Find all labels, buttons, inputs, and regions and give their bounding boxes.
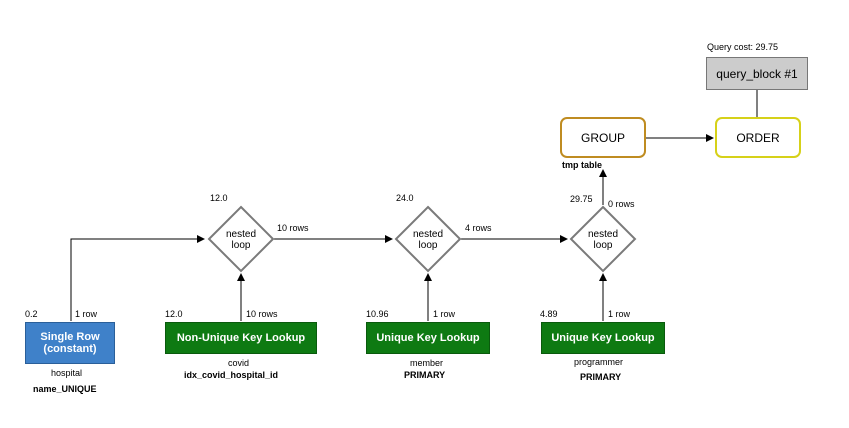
- hospital-key-name: name_UNIQUE: [33, 384, 97, 394]
- hospital-rows: 1 row: [75, 309, 98, 319]
- programmer-cost: 4.89: [540, 309, 558, 319]
- hospital-cost: 0.2: [25, 309, 38, 319]
- nested-loop-2-cost: 24.0: [396, 193, 414, 203]
- member-table-name: member: [410, 358, 444, 368]
- hospital-access-node[interactable]: Single Row (constant): [25, 322, 115, 364]
- query-cost-label: Query cost: 29.75: [707, 42, 779, 52]
- tmp-table-label: tmp table: [562, 160, 603, 170]
- covid-key-name: idx_covid_hospital_id: [184, 370, 279, 380]
- nested-loop-diamond-3[interactable]: [569, 205, 637, 273]
- nested-loop-1-cost: 12.0: [210, 193, 228, 203]
- covid-rows: 10 rows: [246, 309, 278, 319]
- nested-loop-1-label: nested loop: [216, 229, 266, 251]
- programmer-key-name: PRIMARY: [580, 372, 622, 382]
- member-cost: 10.96: [366, 309, 389, 319]
- member-access-node[interactable]: Unique Key Lookup: [366, 322, 490, 354]
- covid-access-node[interactable]: Non-Unique Key Lookup: [165, 322, 317, 354]
- nested-loop-2-label: nested loop: [403, 229, 453, 251]
- nested-loop-3-text: nested loop: [587, 229, 619, 251]
- programmer-rows: 1 row: [608, 309, 631, 319]
- member-key-name: PRIMARY: [404, 370, 446, 380]
- member-rows: 1 row: [433, 309, 456, 319]
- nested-loop-2-rows: 4 rows: [465, 223, 492, 233]
- hospital-table-name: hospital: [51, 368, 83, 378]
- nested-loop-1-rows: 10 rows: [277, 223, 309, 233]
- query-block-node[interactable]: query_block #1: [706, 57, 808, 90]
- nested-loop-1-text: nested loop: [225, 229, 257, 251]
- nested-loop-2-text: nested loop: [412, 229, 444, 251]
- covid-cost: 12.0: [165, 309, 183, 319]
- nested-loop-3-rows: 0 rows: [608, 199, 635, 209]
- group-node[interactable]: GROUP: [560, 117, 646, 158]
- hospital-access-text: Single Row (constant): [40, 331, 100, 355]
- covid-table-name: covid: [228, 358, 250, 368]
- nested-loop-diamond-2[interactable]: [394, 205, 462, 273]
- nested-loop-3-cost: 29.75: [570, 194, 593, 204]
- order-node[interactable]: ORDER: [715, 117, 801, 158]
- programmer-table-name: programmer: [574, 357, 624, 367]
- programmer-access-node[interactable]: Unique Key Lookup: [541, 322, 665, 354]
- edge-hospital-to-loop1: [70, 235, 205, 321]
- nested-loop-3-label: nested loop: [578, 229, 628, 251]
- nested-loop-diamond-1[interactable]: [207, 205, 275, 273]
